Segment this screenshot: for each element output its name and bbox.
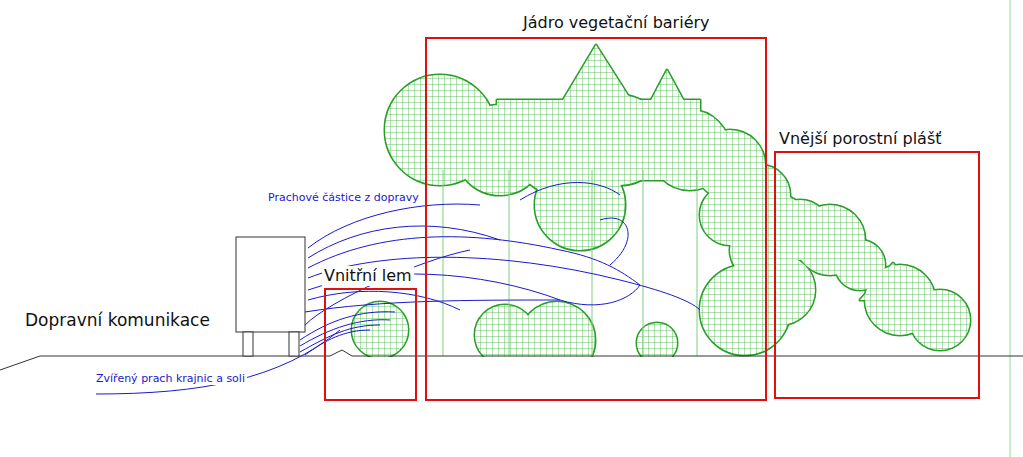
region-heading: Jádro vegetační bariéry bbox=[521, 13, 712, 33]
region-heading: Vnitřní lem bbox=[322, 266, 414, 286]
region-box: Jádro vegetační bariéry bbox=[425, 37, 767, 401]
region-heading: Vnější porostní plášť bbox=[777, 129, 944, 149]
truck bbox=[236, 237, 305, 356]
dust-label: Prachové částice z dopravy bbox=[266, 191, 421, 204]
region-box: Vnější porostní plášť bbox=[774, 151, 980, 399]
dust-label: Zvířený prach krajnic a soli bbox=[94, 372, 247, 385]
edge-line bbox=[1010, 0, 1011, 457]
region-box: Vnitřní lem bbox=[324, 288, 417, 401]
ground-line bbox=[0, 350, 1023, 370]
tree-crowns bbox=[352, 45, 970, 357]
road-label: Dopravní komunikace bbox=[23, 310, 212, 330]
